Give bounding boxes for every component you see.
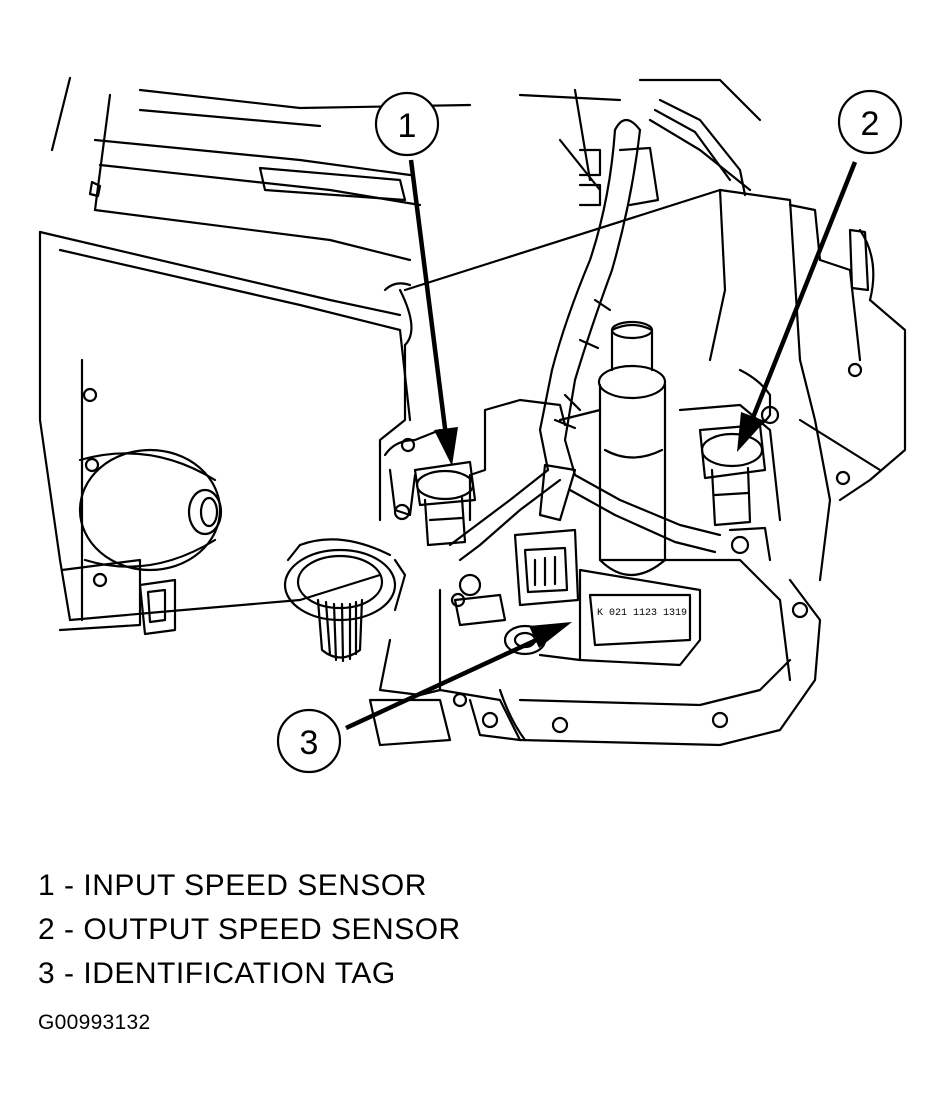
legend-separator: - <box>64 957 75 990</box>
legend-number: 3 <box>38 957 56 990</box>
output-shaft <box>283 538 407 663</box>
figure-id: G00993132 <box>38 1011 151 1034</box>
wiring-harness <box>448 98 747 562</box>
callout-1-number: 1 <box>398 107 417 145</box>
legend-item-1: 1 - INPUT SPEED SENSOR <box>38 864 461 908</box>
input-speed-sensor <box>383 428 477 547</box>
legend-number: 1 <box>38 869 56 902</box>
callout-1: 1 <box>374 91 458 466</box>
callout-2: 2 <box>737 89 903 452</box>
body-frame-lines <box>38 76 762 317</box>
id-tag-text: K 021 1123 1319 <box>597 608 687 619</box>
legend-item-3: 3 - IDENTIFICATION TAG <box>38 952 461 996</box>
legend: 1 - INPUT SPEED SENSOR 2 - OUTPUT SPEED … <box>38 864 461 996</box>
legend-label: INPUT SPEED SENSOR <box>83 869 427 902</box>
callout-3: 3 <box>276 622 572 774</box>
callout-2-number: 2 <box>861 105 880 143</box>
legend-item-2: 2 - OUTPUT SPEED SENSOR <box>38 908 461 952</box>
legend-label: IDENTIFICATION TAG <box>83 957 396 990</box>
filler-tube <box>597 320 667 576</box>
bell-housing <box>38 230 412 636</box>
legend-separator: - <box>64 913 75 946</box>
transmission-illustration: K 021 1123 1319 1 2 3 <box>38 76 907 774</box>
legend-separator: - <box>64 869 75 902</box>
center-connector <box>450 528 580 627</box>
output-speed-sensor <box>698 423 772 562</box>
valve-body <box>368 398 822 747</box>
legend-label: OUTPUT SPEED SENSOR <box>83 913 461 946</box>
callout-3-number: 3 <box>300 724 319 762</box>
transaxle-case <box>378 188 907 582</box>
legend-number: 2 <box>38 913 56 946</box>
